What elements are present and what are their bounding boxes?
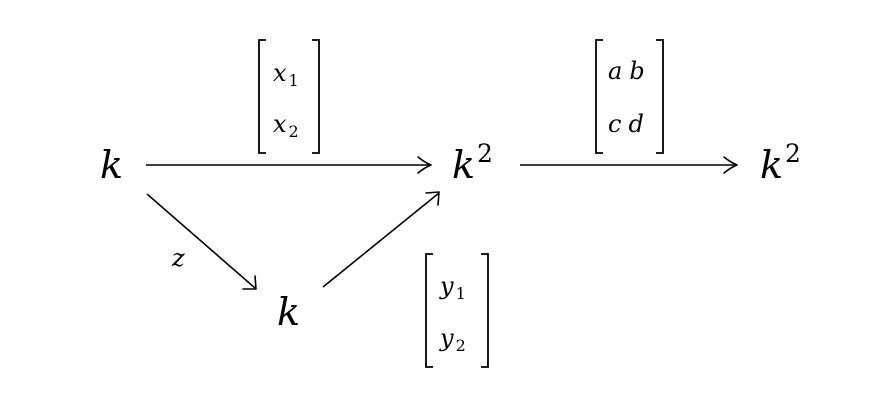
right-bracket — [312, 39, 320, 154]
right-bracket — [656, 39, 664, 154]
arrow-bottom-to-middle — [322, 191, 440, 288]
arrow-label-z: z — [171, 244, 185, 272]
left-bracket — [425, 253, 433, 368]
arrow-source-to-bottom — [146, 193, 257, 290]
left-bracket — [595, 39, 603, 154]
left-bracket — [258, 39, 266, 154]
arrow-middle-to-target — [520, 156, 738, 174]
arrow-source-to-middle — [146, 156, 432, 174]
right-bracket — [481, 253, 489, 368]
node-k2-target: k2 — [760, 139, 801, 187]
node-k2-middle: k2 — [452, 139, 493, 187]
node-k-bottom: k — [277, 290, 300, 334]
node-k-source: k — [100, 143, 123, 187]
